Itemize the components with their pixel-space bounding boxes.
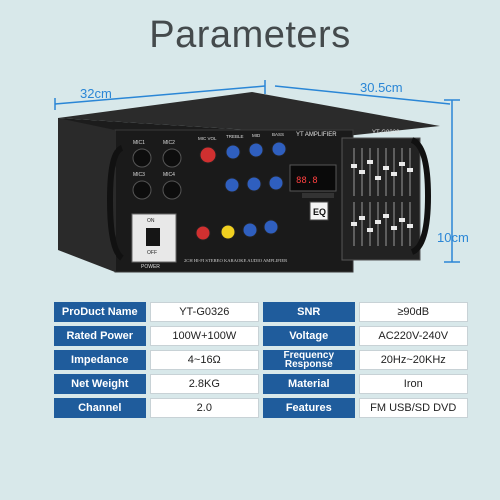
- spec-label: Rated Power: [54, 326, 146, 346]
- spec-label: Features: [263, 398, 355, 418]
- height-dimension-label: 10cm: [437, 230, 469, 245]
- width-dimension-label: 32cm: [80, 86, 112, 101]
- spec-label: Frequency Response: [263, 350, 355, 370]
- spec-value: 2.0: [149, 398, 260, 418]
- spec-label: ProDuct Name: [54, 302, 146, 322]
- spec-label: Voltage: [263, 326, 355, 346]
- power-on-label: ON: [147, 218, 155, 224]
- footer-text: 2CH HI-FI STEREO KARAOKE AUDIO AMPLIFIER: [184, 258, 288, 263]
- eq-badge: [309, 201, 329, 221]
- spec-label: SNR: [263, 302, 355, 322]
- top-knobs: [199, 141, 287, 164]
- spec-value: AC220V-240V: [358, 326, 468, 346]
- panel-label: YT AMPLIFIER: [296, 132, 337, 138]
- spec-value: Iron: [358, 374, 468, 394]
- spec-label: Material: [263, 374, 355, 394]
- display-digits-icon: 88.8: [296, 176, 318, 186]
- treble-label: TREBLE: [226, 134, 244, 139]
- eq-slider-caps: [351, 160, 413, 232]
- model-label: YT-G0326: [372, 130, 400, 136]
- spec-value: ≥90dB: [358, 302, 468, 322]
- power-label: POWER: [141, 264, 160, 270]
- bass-label: BASS: [272, 132, 284, 137]
- player-buttons: [302, 193, 334, 198]
- spec-label: Net Weight: [54, 374, 146, 394]
- spec-value: 20Hz~20KHz: [358, 350, 468, 370]
- depth-dimension-label: 30.5cm: [360, 80, 403, 95]
- spec-label: Channel: [54, 398, 146, 418]
- mid-label: MID: [252, 133, 261, 138]
- spec-value: 4~16Ω: [149, 350, 260, 370]
- bottom-knobs: [195, 219, 279, 241]
- page-title: Parameters: [149, 14, 351, 56]
- mic-vol-label: MIC VOL: [198, 136, 217, 141]
- middle-knobs: [224, 175, 284, 193]
- spec-value: FM USB/SD DVD: [358, 398, 468, 418]
- mic1-label: MIC1: [133, 140, 145, 146]
- display-panel: [289, 164, 337, 192]
- mic-jacks: [132, 148, 182, 200]
- amplifier-illustration: YT AMPLIFIER YT-G0326 MIC1 MIC2 MIC3 MIC…: [54, 80, 460, 273]
- eq-badge-label: EQ: [313, 207, 326, 217]
- power-switch: [146, 228, 160, 246]
- mic3-label: MIC3: [133, 172, 145, 178]
- spec-value: 2.8KG: [149, 374, 260, 394]
- mic4-label: MIC4: [163, 172, 175, 178]
- spec-value: YT-G0326: [149, 302, 260, 322]
- mic2-label: MIC2: [163, 140, 175, 146]
- spec-label: Impedance: [54, 350, 146, 370]
- power-off-label: OFF: [147, 250, 157, 256]
- spec-value: 100W+100W: [149, 326, 260, 346]
- dimension-lines: [54, 80, 460, 263]
